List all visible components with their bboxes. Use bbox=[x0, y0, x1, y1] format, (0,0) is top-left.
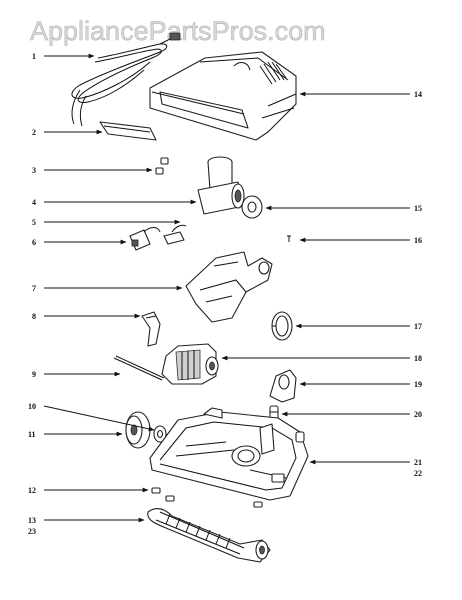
callout-1: 1 bbox=[32, 52, 36, 61]
part-small-clips bbox=[155, 157, 169, 175]
callout-22: 22 bbox=[414, 469, 422, 478]
watermark-text: AppliancePartsPros.com bbox=[30, 16, 326, 46]
callout-numbers: 1 2 3 4 5 6 7 8 9 10 11 12 13 23 14 15 1… bbox=[28, 52, 422, 536]
callout-3: 3 bbox=[32, 166, 36, 175]
part-rod bbox=[113, 355, 165, 381]
part-screw bbox=[287, 235, 291, 242]
callout-8: 8 bbox=[32, 312, 36, 321]
callout-6: 6 bbox=[32, 238, 36, 247]
part-wheel bbox=[125, 411, 151, 449]
part-hose-elbow bbox=[141, 311, 161, 347]
callout-2: 2 bbox=[32, 128, 36, 137]
part-ring-washer bbox=[241, 195, 263, 219]
brush-bristles bbox=[165, 513, 231, 549]
callout-19: 19 bbox=[414, 380, 422, 389]
part-post-bracket bbox=[269, 369, 297, 403]
part-switch-bracket bbox=[129, 227, 161, 251]
part-nozzle-housing bbox=[197, 156, 245, 215]
callout-20: 20 bbox=[414, 410, 422, 419]
callout-7: 7 bbox=[32, 284, 36, 293]
callout-13: 13 bbox=[28, 516, 36, 525]
part-base-clips bbox=[151, 487, 263, 508]
part-base-plate bbox=[149, 407, 309, 501]
callout-15: 15 bbox=[414, 204, 422, 213]
leader-lines bbox=[43, 53, 410, 523]
hood-grille bbox=[259, 61, 287, 85]
callout-9: 9 bbox=[32, 370, 36, 379]
part-frame-bracket bbox=[185, 251, 273, 323]
part-trim-strip bbox=[99, 121, 157, 141]
callout-16: 16 bbox=[414, 236, 422, 245]
callout-17: 17 bbox=[414, 322, 422, 331]
part-pin-clip bbox=[163, 224, 187, 245]
callout-5: 5 bbox=[32, 218, 36, 227]
callout-21: 21 bbox=[414, 458, 422, 467]
callout-14: 14 bbox=[414, 90, 422, 99]
callout-10: 10 bbox=[28, 402, 36, 411]
part-brush-roll bbox=[147, 507, 271, 563]
callout-11: 11 bbox=[28, 430, 36, 439]
callout-4: 4 bbox=[32, 198, 36, 207]
callout-12: 12 bbox=[28, 486, 36, 495]
part-power-cord bbox=[71, 32, 181, 127]
callout-18: 18 bbox=[414, 354, 422, 363]
part-hood-cover bbox=[149, 51, 297, 141]
part-belt-ring bbox=[271, 311, 293, 341]
part-motor bbox=[161, 343, 219, 385]
callout-23-left: 23 bbox=[28, 527, 36, 536]
part-small-washer bbox=[153, 425, 167, 443]
